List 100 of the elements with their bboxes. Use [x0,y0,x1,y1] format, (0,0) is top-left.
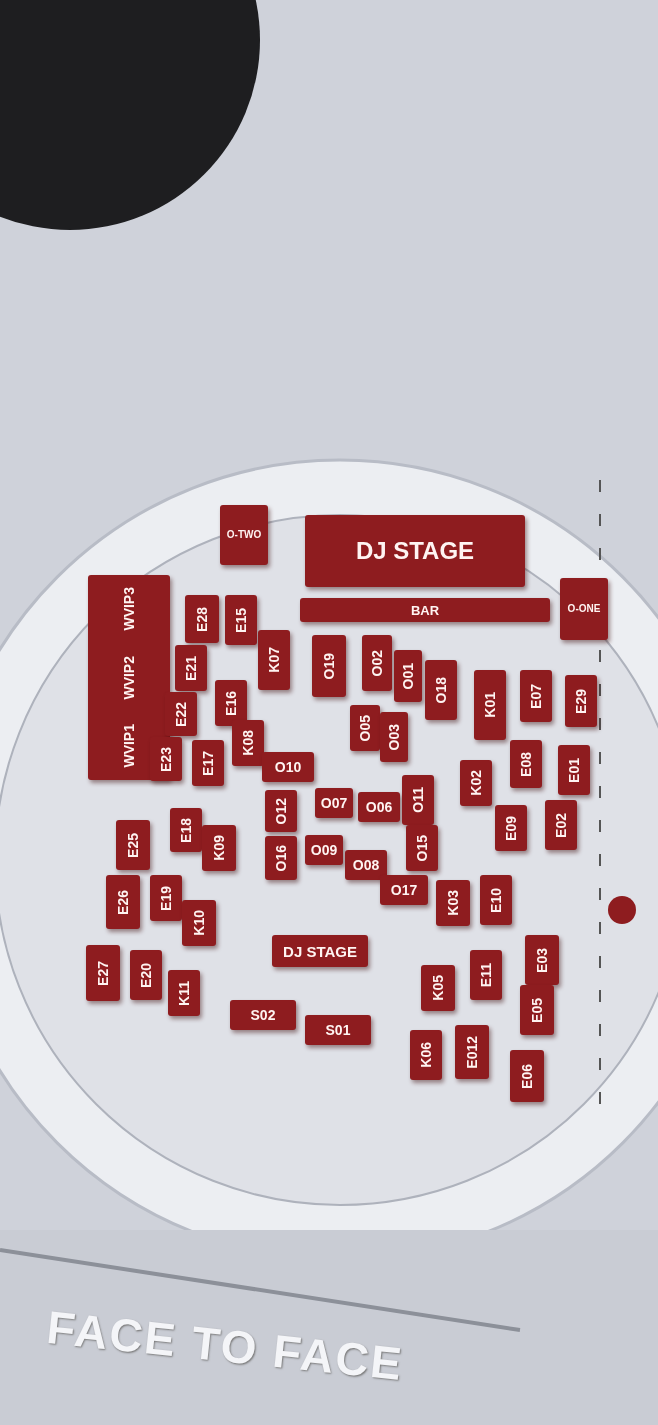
table-label: O08 [352,858,380,872]
table-label: E07 [529,683,543,709]
table-label: E05 [530,997,544,1023]
table-label: E25 [126,832,140,858]
table-label: E01 [567,757,581,783]
table-label: K05 [431,975,445,1001]
stage-block [272,935,368,967]
table-label: S01 [325,1023,351,1037]
table-block [202,825,236,871]
table-label: K01 [483,692,497,718]
table-block [345,850,387,880]
table-block [436,880,470,926]
table-label: WVIP1 [122,724,136,768]
table-block [106,875,140,929]
table-label: BAR [410,603,440,617]
table-block [305,1015,371,1045]
table-block [185,595,219,643]
table-block [410,1030,442,1080]
table-label: E09 [504,815,518,841]
table-label: O07 [320,796,348,810]
table-block [565,675,597,727]
table-label: E28 [195,606,209,632]
table-block [421,965,455,1011]
table-label: O10 [274,760,302,774]
table-label: E22 [174,701,188,727]
table-block [406,825,438,871]
table-block [86,945,120,1001]
table-label: E19 [159,885,173,911]
table-block [480,875,512,925]
table-block [225,595,257,645]
table-label: K03 [446,890,460,916]
table-block [510,740,542,788]
table-label: K09 [212,835,226,861]
table-block [520,985,554,1035]
table-block [262,752,314,782]
table-label: O03 [387,723,401,751]
table-label: O16 [274,844,288,872]
table-block [495,805,527,851]
title: FACE TO FACE [44,1300,406,1392]
table-label: O02 [370,649,384,677]
table-label: O17 [390,883,418,897]
table-label: O15 [415,834,429,862]
table-block [150,875,182,921]
table-block [558,745,590,795]
table-block [182,900,216,946]
table-label: E17 [201,750,215,776]
table-label: O05 [358,714,372,742]
table-label: E20 [139,962,153,988]
table-label: E18 [179,817,193,843]
table-label: E08 [519,751,533,777]
table-block [230,1000,296,1030]
table-block [265,836,297,880]
table-label: E23 [159,746,173,772]
table-label: E15 [234,607,248,633]
table-block [394,650,422,702]
table-block [560,578,608,640]
table-label: WVIP2 [122,655,136,700]
table-label: O19 [322,652,336,680]
table-block [265,790,297,832]
table-block [116,820,150,870]
table-block [232,720,264,766]
table-block [380,712,408,762]
table-block [402,775,434,825]
table-label: E03 [535,947,549,973]
table-block [455,1025,489,1079]
table-block [525,935,559,985]
table-block [130,950,162,1000]
table-label: K02 [469,770,483,796]
table-block [520,670,552,722]
table-block [380,875,428,905]
table-label: K11 [177,980,191,1006]
table-label: E11 [479,962,493,988]
table-label: K07 [267,647,281,673]
table-block [358,792,400,822]
table-block [220,505,268,565]
table-block [192,740,224,786]
table-label: E16 [224,690,238,716]
table-label: WVIP3 [122,587,136,631]
table-block [510,1050,544,1102]
table-block [315,788,353,818]
table-block [460,760,492,806]
table-label: S02 [250,1008,276,1022]
table-block [474,670,506,740]
table-label: E012 [465,1035,479,1069]
table-label: DJ STAGE [283,943,357,959]
table-label: K08 [241,730,255,756]
table-label: K06 [419,1042,433,1068]
table-block [258,630,290,690]
table-label: O01 [401,662,415,690]
table-block [175,645,207,691]
table-label: O11 [411,787,425,813]
table-block [215,680,247,726]
table-label: O06 [365,800,393,814]
stage-block [305,515,525,587]
table-block [168,970,200,1016]
table-block [470,950,502,1000]
table-block [350,705,380,751]
table-block [170,808,202,852]
table-block [150,737,182,781]
table-label: O-TWO [226,530,262,540]
